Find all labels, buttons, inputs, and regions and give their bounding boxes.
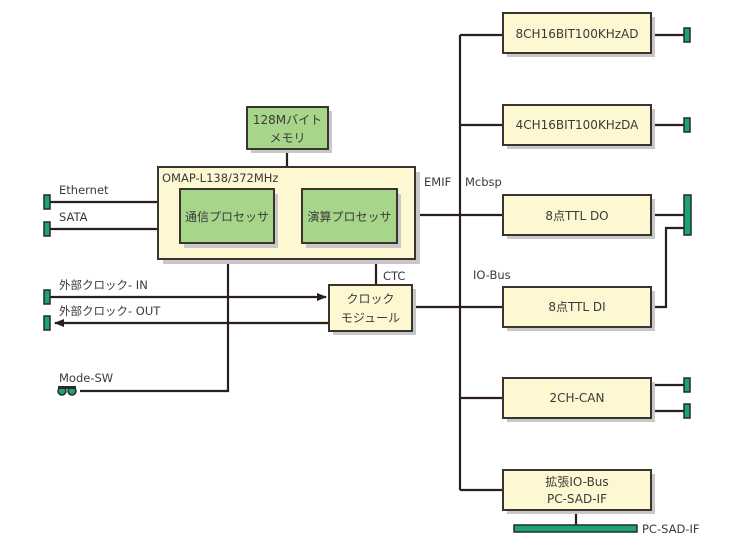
ethernet-label: Ethernet <box>59 183 109 197</box>
ttl-connector-icon <box>683 194 692 236</box>
module-ttl-do-label: 8点TTL DO <box>545 209 608 223</box>
soc-label: OMAP-L138/372MHz <box>162 171 278 185</box>
emif-label: EMIF <box>424 175 451 189</box>
comm-processor-label: 通信プロセッサ <box>185 210 269 224</box>
comm-processor-block: 通信プロセッサ <box>179 188 278 248</box>
clock-out-connector-icon <box>43 315 51 331</box>
clock-in-label: 外部クロック- IN <box>59 278 148 292</box>
mode-switch-icon <box>57 386 77 396</box>
clock-out-label: 外部クロック- OUT <box>59 304 161 318</box>
wire-mode-sw <box>80 243 230 393</box>
io-bus-label: IO-Bus <box>473 268 511 282</box>
memory-label-line1: 128Mバイト <box>253 113 322 127</box>
module-ad: 8CH16BIT100KHzAD <box>502 12 655 57</box>
module-da-label: 4CH16BIT100KHzDA <box>516 118 640 132</box>
clock-module-line1: クロック <box>346 292 394 306</box>
module-ext-io-line1: 拡張IO-Bus <box>545 475 608 489</box>
ctc-label: CTC <box>383 269 405 283</box>
module-ttl-di: 8点TTL DI <box>502 286 655 331</box>
da-connector-icon <box>683 117 691 133</box>
mode-sw-label: Mode-SW <box>59 371 113 385</box>
module-ttl-di-label: 8点TTL DI <box>548 300 605 314</box>
ad-connector-icon <box>683 27 691 43</box>
module-ad-label: 8CH16BIT100KHzAD <box>516 27 639 41</box>
clock-module-line2: モジュール <box>341 311 400 325</box>
mcbsp-label: Mcbsp <box>465 175 502 189</box>
calc-processor-label: 演算プロセッサ <box>307 209 391 224</box>
can-connector-2-icon <box>683 403 691 419</box>
module-ext-io: 拡張IO-Bus PC-SAD-IF <box>502 469 655 514</box>
module-da: 4CH16BIT100KHzDA <box>502 104 655 149</box>
ethernet-connector-icon <box>43 194 51 210</box>
clock-module-block: クロック モジュール <box>328 284 416 335</box>
can-connector-1-icon <box>683 377 691 393</box>
wire-di-connector <box>650 226 684 309</box>
module-can: 2CH-CAN <box>502 377 655 422</box>
module-ext-io-line2: PC-SAD-IF <box>547 492 607 506</box>
pc-sad-connector-icon <box>513 524 638 533</box>
module-ttl-do: 8点TTL DO <box>502 194 655 239</box>
calc-processor-block: 演算プロセッサ <box>301 188 401 248</box>
sata-connector-icon <box>43 221 51 237</box>
memory-label-line2: メモリ <box>269 131 305 145</box>
pc-sad-connector-label: PC-SAD-IF <box>642 522 700 536</box>
clock-in-connector-icon <box>43 289 51 305</box>
memory-block: 128Mバイト メモリ <box>246 106 332 153</box>
sata-label: SATA <box>59 210 88 224</box>
module-can-label: 2CH-CAN <box>550 391 605 405</box>
